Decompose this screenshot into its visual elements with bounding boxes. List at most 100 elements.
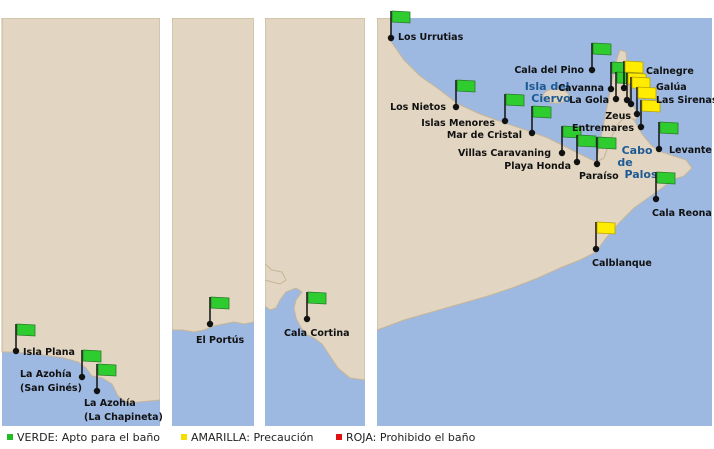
isla-del-ciervo [542,88,570,104]
beach-label-line: Los Nietos [390,102,446,113]
beach-dot [637,123,645,131]
beach-marker-levante [655,121,679,153]
beach-dot [12,347,20,355]
flag-green-icon [505,93,525,107]
place-isla-del-ciervo-line: Ciervo [531,92,571,105]
place-cabo-de-palos-line: de [617,156,632,169]
beach-label-line: (San Ginés) [20,383,82,394]
beach-label-isla-plana: Isla Plana [23,347,75,358]
beach-label-line: Calnegre [646,66,694,77]
beach-dot [528,129,536,137]
beach-label-line: Cala Reona [652,208,712,219]
beach-label-line: Galúa [656,82,687,93]
map-panel-azohia [1,17,161,426]
beach-label-line: Las Sirenas [656,95,714,106]
beach-marker-cala-reona [652,171,676,203]
beach-label-cala-reona: Cala Reona [652,208,712,219]
beach-marker-calblanque [592,221,616,253]
flag-yellow-icon [624,60,644,74]
beach-label-line: Entremares [572,123,634,134]
map-panel-mar-menor [376,17,712,426]
beach-label-azohia-chapineta: La Azohía(La Chapineta) [84,398,163,423]
flag-green-icon [577,134,597,148]
legend-item-yellow: AMARILLA: Precaución [181,431,314,444]
beach-label-cavanna: Cavanna [558,83,604,94]
green-square-icon [7,434,13,440]
beach-label-line: Islas Menores [421,118,495,129]
beach-label-line: Isla Plana [23,347,75,358]
beach-dot [623,96,631,104]
land-area [376,17,693,331]
beach-dot [452,103,460,111]
flag-green-icon [307,291,327,305]
beach-dot [620,84,628,92]
beach-label-las-sirenas: Las Sirenas [656,95,714,106]
beach-marker-azohia-san-gines [78,349,102,381]
beach-label-zeus: Zeus [605,111,631,122]
beach-label-playa-honda: Playa Honda [504,161,571,172]
place-isla-del-ciervo-line: Isla del [525,80,570,93]
land-area [264,17,366,381]
flag-green-icon [456,79,476,93]
beach-label-line: Levante [669,145,712,156]
flag-green-icon [656,171,676,185]
beach-label-line: Villas Caravaning [458,148,551,159]
beach-marker-cala-cortina [303,291,327,323]
beach-label-line: La Azohía [20,369,72,380]
legend-green-label: VERDE: Apto para el baño [17,431,161,444]
beach-marker-los-urrutias [387,10,411,42]
beach-dot [652,195,660,203]
beach-marker-zeus [633,86,657,118]
beach-label-paraiso: Paraíso [579,171,619,182]
beach-dot [93,387,101,395]
flag-yellow-icon [641,99,661,113]
flag-green-icon [82,349,102,363]
flag-green-icon [659,121,679,135]
beach-label-line: La Gola [569,95,609,106]
land-area [171,17,255,333]
beach-label-azohia-san-gines: La Azohía (San Ginés) [20,369,82,394]
panel-separator [254,18,265,426]
red-square-icon [336,434,342,440]
beach-marker-los-nietos [452,79,476,111]
legend-red-label: ROJA: Prohibido el baño [346,431,476,444]
beach-dot [588,66,596,74]
beach-marker-mar-de-cristal [528,105,552,137]
beach-label-cala-del-pino: Cala del Pino [514,65,584,76]
beach-dot [573,158,581,166]
beach-label-line: La Azohía [84,398,136,409]
beach-marker-entremares [637,99,661,131]
beach-label-los-nietos: Los Nietos [390,102,446,113]
beach-marker-azohia-chapineta [93,363,117,395]
beach-label-cala-cortina: Cala Cortina [284,328,350,339]
beach-label-line: Calblanque [592,258,652,269]
beach-dot [387,34,395,42]
beach-label-levante: Levante [669,145,712,156]
beach-marker-islas-menores [501,93,525,125]
beach-dot [627,100,635,108]
legend-item-green: VERDE: Apto para el baño [7,431,160,444]
place-cabo-de-palos-line: Palos [624,168,658,181]
beach-label-islas-menores: Islas Menores [421,118,495,129]
beach-dot [612,95,620,103]
place-cabo-de-palos: Cabo de Palos [617,144,658,181]
flag-green-icon [592,42,612,56]
beach-dot [655,145,663,153]
beach-label-la-gola: La Gola [569,95,609,106]
panel-separator [365,18,377,426]
panel-separator [160,18,172,426]
beach-label-line: Cavanna [558,83,604,94]
beach-marker-playa-honda [573,134,597,166]
beach-label-line: Cala del Pino [514,65,584,76]
legend: VERDE: Apto para el baño AMARILLA: Preca… [0,426,714,449]
beach-marker-calnegre [620,60,644,92]
beach-marker-isla-plana [12,323,36,355]
beach-dot [593,160,601,168]
flag-green-icon [16,323,36,337]
flag-green-icon [597,136,617,150]
beach-label-line: Zeus [605,111,631,122]
map-panel-cortina [264,17,366,426]
flag-green-icon [97,363,117,377]
beach-label-mar-de-cristal: Mar de Cristal [447,130,522,141]
beach-label-line: Mar de Cristal [447,130,522,141]
